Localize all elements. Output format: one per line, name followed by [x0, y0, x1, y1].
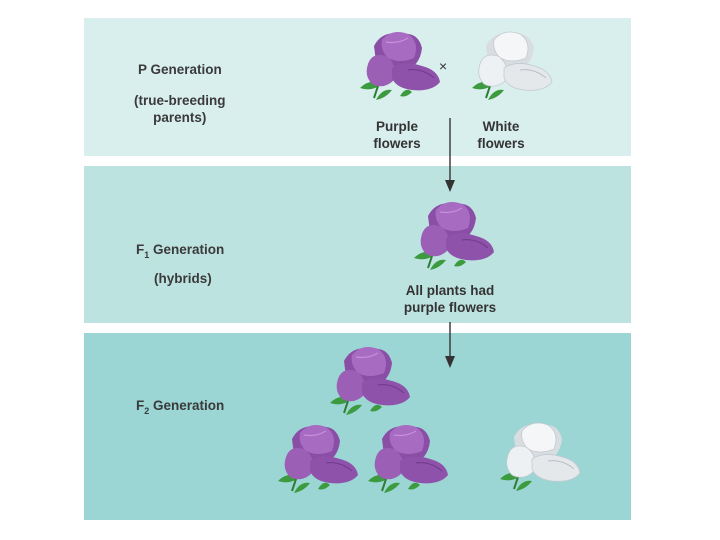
f2-generation-panel: F2 Generation [84, 333, 631, 520]
p-generation-panel: P Generation (true-breeding parents) × P… [84, 18, 631, 156]
purple-flower-icon [359, 31, 441, 101]
f1-generation-panel: F1 Generation (hybrids) All plants had p… [84, 166, 631, 323]
cross-symbol: × [439, 58, 448, 74]
f1-result-label: All plants had purple flowers [403, 283, 497, 315]
purple-flower-icon [277, 424, 359, 494]
purple-flowers-label: Purple flowers [373, 119, 421, 151]
f1-generation-title: F1 Generation [136, 242, 225, 260]
purple-flower-icon [413, 201, 495, 271]
down-arrow-icon [445, 322, 455, 368]
p-generation-title: P Generation [138, 62, 222, 77]
white-flower-icon [471, 31, 553, 101]
white-flower-icon [499, 422, 581, 492]
down-arrow-icon [445, 118, 455, 192]
f2-generation-title: F2 Generation [136, 398, 225, 416]
p-generation-note: (true-breeding parents) [134, 93, 226, 125]
purple-flower-icon [367, 424, 449, 494]
purple-flower-icon [329, 346, 411, 416]
f1-generation-note: (hybrids) [154, 271, 212, 286]
white-flowers-label: White flowers [477, 119, 525, 151]
